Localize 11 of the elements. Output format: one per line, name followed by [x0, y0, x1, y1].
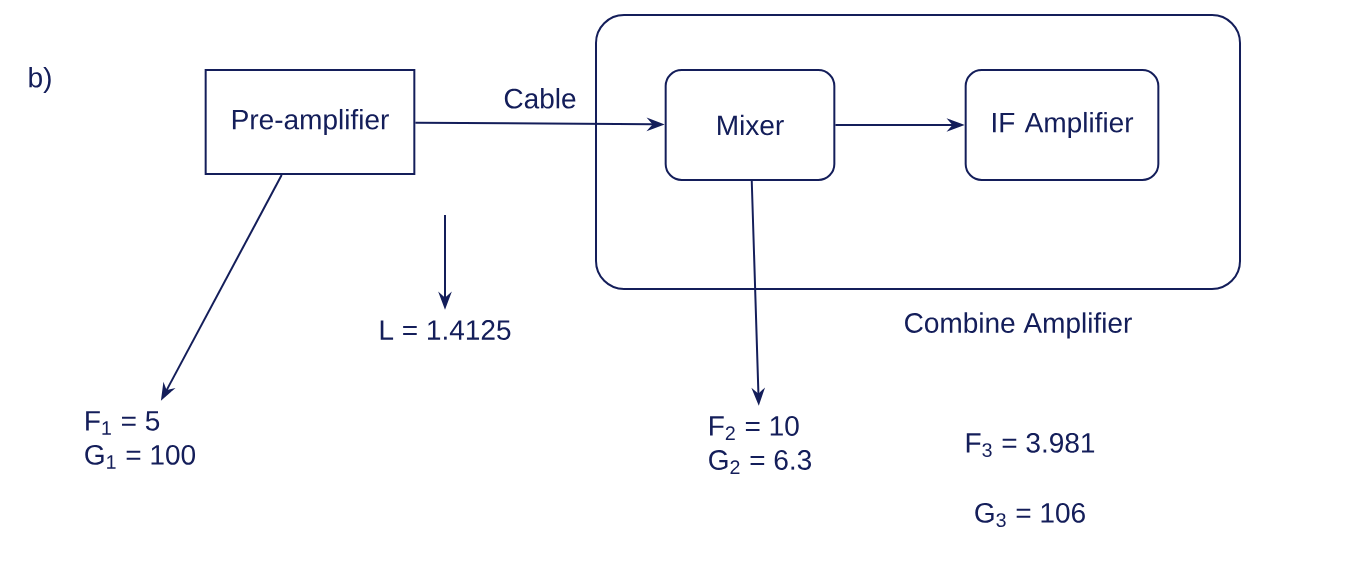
node-label: Combine Amplifier [905, 312, 1132, 339]
value-text: L = 1.4125 [380, 320, 511, 340]
note-text: G$_{3}$ = 106 [975, 502, 1085, 528]
block-box: IF Amplifier [964, 69, 1160, 181]
note-text: b) [29, 66, 51, 94]
block-box: Pre-amplifier [204, 69, 416, 175]
value-text: F$_{2}$ = 10 G$_{2}$ = 6.3 [709, 416, 811, 474]
edge-label: Cable [501, 86, 579, 111]
note-text: F$_{3}$ = 3.981 [966, 432, 1095, 458]
value-text: F$_{1}$ = 5 G$_{1}$ = 100 [85, 411, 196, 469]
block-box: Mixer [664, 69, 836, 181]
